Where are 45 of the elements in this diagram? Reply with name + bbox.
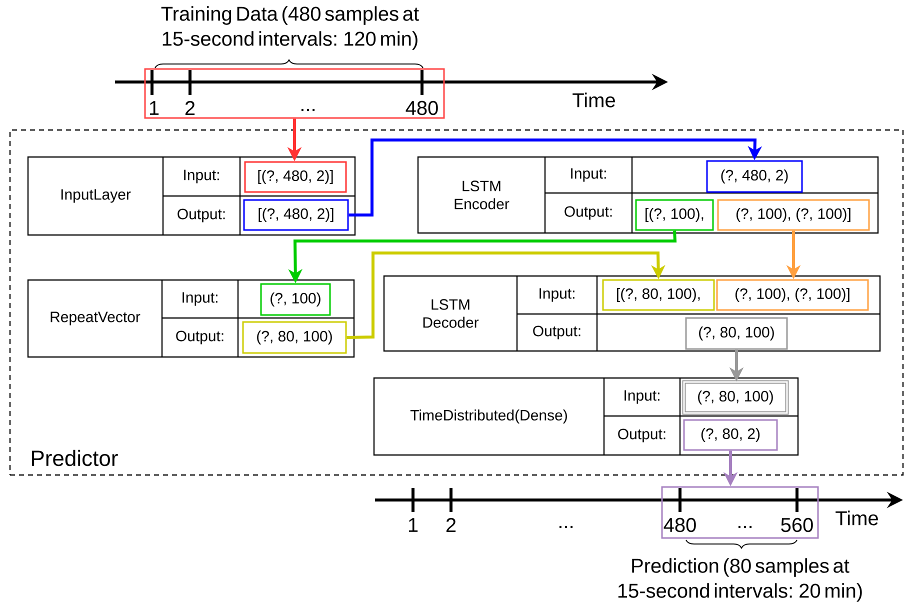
row-label: Output: [178,208,225,222]
region-label: Predictor [32,450,118,466]
shape-cell: (?, 80, 100) [682,380,789,415]
shape-cell: (?, 100) [260,283,331,316]
tick-label: ... [302,108,315,112]
tick-label: 2 [446,518,456,532]
data-caption: Training Data (480 samples at 15-second intervals: 120 min) [161,6,419,50]
layer-name: TimeDistributed(Dense) [410,410,567,424]
highlight-box [661,486,819,539]
shape-cell: (?, 80, 100) [685,317,788,350]
layer-name: LSTM Decoder [423,299,479,328]
shape-cell: (?, 80, 2) [683,419,778,451]
row-label: Input: [624,390,660,404]
tick-label: 480 [406,100,438,116]
row-label: Output: [618,428,666,442]
layer-name: InputLayer [61,189,131,203]
tick-label: ... [738,526,752,528]
tick-label: ... [560,526,573,528]
shape-cell: (?, 80, 100) [242,321,347,354]
shape-cell: (?, 100), (?, 100)] [716,279,869,311]
shape-cell: (?, 100), (?, 100)] [717,199,870,231]
shape-cell: [(?, 480, 2)] [244,161,347,193]
axis-label: Time [572,92,615,108]
layer-name: RepeatVector [50,312,140,326]
row-label: Input: [540,288,574,302]
tick-label: 560 [781,518,813,532]
tick-label: 1 [408,518,418,532]
shape-cell: [(?, 80, 100), [602,279,715,311]
row-label: Input: [571,168,606,182]
row-label: Input: [182,292,218,306]
row-label: Input: [184,170,219,184]
layer-name: LSTM Encoder [454,180,510,210]
tick-label: 2 [185,101,195,115]
tick-label: 1 [150,101,159,115]
arrow [348,138,762,216]
shape-cell: [(?, 480, 2)] [243,199,349,231]
tick-label: 480 [664,518,696,532]
row-label: Output: [533,326,580,340]
row-label: Output: [564,206,612,220]
highlight-box [144,68,445,119]
row-label: Output: [176,330,224,344]
arrow [346,252,666,339]
shape-cell: [(?, 100), [635,199,714,231]
shape-cell: (?, 480, 2) [706,160,803,193]
prediction-caption: Prediction (80 samples at 15-second intervals: 20 min) [618,558,862,602]
